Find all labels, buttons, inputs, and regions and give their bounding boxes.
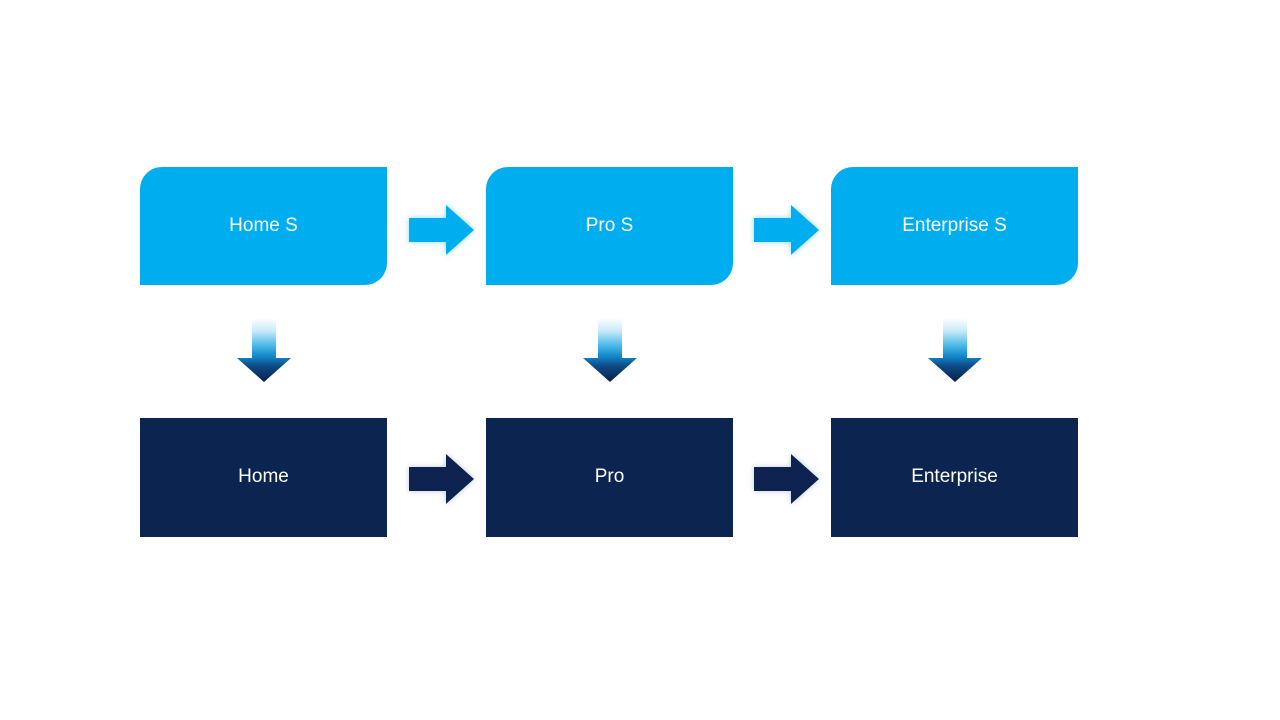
- box-home-s: Home S: [140, 167, 387, 285]
- down-arrow-icon: [583, 318, 637, 382]
- box-home: Home: [140, 418, 387, 537]
- box-label: Home S: [229, 214, 298, 236]
- box-label: Enterprise S: [902, 214, 1007, 236]
- down-arrow-icon: [928, 318, 982, 382]
- box-pro: Pro: [486, 418, 733, 537]
- right-arrow-icon: [409, 205, 474, 255]
- right-arrow-icon: [754, 454, 819, 504]
- box-label: Pro S: [585, 214, 634, 236]
- right-arrow-icon: [754, 205, 819, 255]
- down-arrow-icon: [237, 318, 291, 382]
- box-enterprise-s: Enterprise S: [831, 167, 1078, 285]
- box-label: Enterprise: [911, 466, 998, 488]
- box-enterprise: Enterprise: [831, 418, 1078, 537]
- right-arrow-icon: [409, 454, 474, 504]
- box-label: Home: [238, 466, 289, 488]
- box-label: Pro: [594, 466, 625, 488]
- box-pro-s: Pro S: [486, 167, 733, 285]
